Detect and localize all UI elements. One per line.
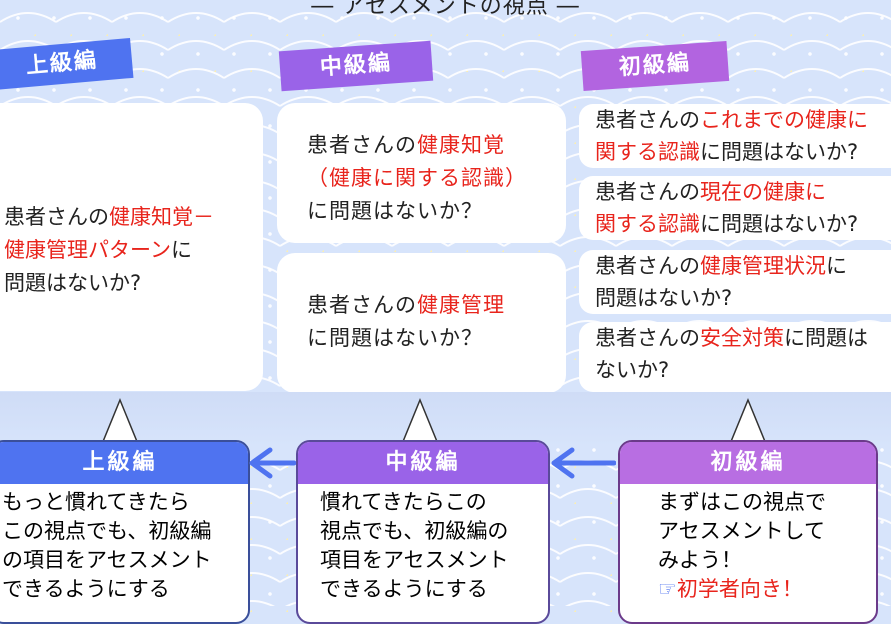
advanced-card-body: もっと慣れてきたら この視点でも、初級編 の項目をアセスメント できるようにする	[0, 484, 248, 604]
beginner-card-line: みよう！	[658, 548, 742, 572]
text-line: に問題はないか？	[307, 322, 505, 355]
intermediate-viewpoint-text-2: 患者さんの健康管理に問題はないか？	[307, 289, 505, 355]
beginner-card-title: 初級編	[620, 442, 876, 484]
pointer-beginner	[729, 398, 767, 444]
highlight-text: 健康知覚	[417, 133, 505, 157]
plain-text: 患者さんの	[595, 326, 700, 350]
text-line: ないか?	[595, 354, 868, 386]
highlight-text: 健康管理パターン	[4, 238, 171, 262]
highlight-text: 安全対策	[700, 326, 784, 350]
intermediate-card-line: 項目をアセスメント	[320, 548, 509, 572]
text-line: 関する認識に問題はないか?	[595, 136, 868, 168]
beginner-viewpoint-box-1: 患者さんのこれまでの健康に関する認識に問題はないか?	[579, 104, 891, 168]
plain-text: に問題はないか？	[307, 326, 483, 350]
text-line: （健康に関する認識）	[307, 162, 527, 195]
text-line: 関する認識に問題はないか?	[595, 208, 858, 240]
intermediate-viewpoint-text-1: 患者さんの健康知覚 （健康に関する認識） に問題はないか？	[307, 129, 527, 228]
beginner-viewpoint-box-2: 患者さんの現在の健康に関する認識に問題はないか?	[579, 176, 891, 240]
advanced-card-title: 上級編	[0, 442, 248, 484]
text-line: 患者さんの安全対策に問題は	[595, 322, 868, 354]
text-line: 問題はないか?	[4, 267, 214, 300]
plain-text: 患者さんの	[307, 293, 417, 317]
text-line: 患者さんの健康知覚－	[4, 201, 214, 234]
text-line: 患者さんのこれまでの健康に	[595, 104, 868, 136]
intermediate-card-line: 視点でも、初級編の	[320, 519, 509, 543]
arrow-left-icon	[249, 447, 296, 479]
text-line: 患者さんの健康管理	[307, 289, 505, 322]
highlight-text: 健康管理状況	[700, 254, 826, 278]
text-line: 患者さんの健康管理状況に	[595, 250, 847, 282]
highlight-text: 現在の健康に	[700, 180, 826, 204]
advanced-viewpoint-text: 患者さんの健康知覚－健康管理パターンに問題はないか?	[4, 201, 214, 300]
page-title: ― アセスメントの視点 ―	[311, 0, 580, 19]
plain-text: 問題はないか?	[4, 271, 142, 295]
text-line: に問題はないか？	[307, 195, 527, 228]
intermediate-card-line: できるようにする	[320, 577, 488, 601]
advanced-card: 上級編 もっと慣れてきたら この視点でも、初級編 の項目をアセスメント できるよ…	[0, 440, 250, 624]
pointing-hand-icon: ☞	[658, 577, 677, 601]
beginner-hint-text: 初学者向き！	[676, 577, 803, 601]
pointer-intermediate	[401, 398, 439, 444]
intermediate-card-body: 慣れてきたらこの 視点でも、初級編の 項目をアセスメント できるようにする	[298, 484, 548, 604]
highlight-text: これまでの健康に	[700, 108, 868, 132]
beginner-viewpoint-text-4: 患者さんの安全対策に問題はないか?	[595, 322, 868, 386]
beginner-viewpoint-text-1: 患者さんのこれまでの健康に関する認識に問題はないか?	[595, 104, 868, 168]
beginner-card-body: まずはこの視点で アセスメントして みよう！ ☞初学者向き！	[620, 484, 876, 604]
beginner-card-line: まずはこの視点で	[658, 490, 826, 514]
plain-text: に問題はないか？	[307, 199, 483, 223]
plain-text: に	[826, 254, 847, 278]
highlight-text: 健康知覚－	[109, 205, 214, 229]
arrow-left-icon	[551, 447, 616, 479]
plain-text: 患者さんの	[4, 205, 109, 229]
plain-text: 問題はないか?	[595, 286, 733, 310]
plain-text: に問題は	[784, 326, 868, 350]
beginner-viewpoint-text-3: 患者さんの健康管理状況に問題はないか?	[595, 250, 847, 314]
highlight-text: （健康に関する認識）	[307, 166, 527, 190]
advanced-card-line: この視点でも、初級編	[2, 519, 212, 543]
plain-text: 患者さんの	[595, 254, 700, 278]
plain-text: に	[170, 238, 192, 262]
intermediate-viewpoint-box-2: 患者さんの健康管理に問題はないか？	[277, 253, 566, 393]
plain-text: に問題はないか?	[700, 212, 859, 236]
intermediate-viewpoint-box-1: 患者さんの健康知覚 （健康に関する認識） に問題はないか？	[277, 103, 566, 243]
highlight-text: 関する認識	[595, 212, 700, 236]
text-line: 患者さんの現在の健康に	[595, 176, 858, 208]
beginner-card-line: アセスメントして	[658, 519, 825, 543]
intermediate-card-title: 中級編	[298, 442, 548, 484]
text-line: 健康管理パターンに	[4, 234, 214, 267]
beginner-card: 初級編 まずはこの視点で アセスメントして みよう！ ☞初学者向き！	[618, 440, 878, 624]
highlight-text: 健康管理	[417, 293, 505, 317]
plain-text: 患者さんの	[595, 180, 700, 204]
intermediate-card: 中級編 慣れてきたらこの 視点でも、初級編の 項目をアセスメント できるようにす…	[296, 440, 550, 624]
highlight-text: 関する認識	[595, 140, 700, 164]
advanced-viewpoint-box: 患者さんの健康知覚－健康管理パターンに問題はないか?	[0, 103, 263, 391]
intermediate-card-line: 慣れてきたらこの	[320, 490, 487, 514]
advanced-card-line: の項目をアセスメント	[2, 548, 212, 572]
plain-text: ないか?	[595, 358, 670, 382]
plain-text: に問題はないか?	[700, 140, 859, 164]
advanced-card-line: できるようにする	[2, 577, 170, 601]
text-line: 問題はないか?	[595, 282, 847, 314]
beginner-viewpoint-box-4: 患者さんの安全対策に問題はないか?	[579, 322, 891, 392]
beginner-hint: ☞初学者向き！	[658, 575, 876, 604]
beginner-viewpoint-text-2: 患者さんの現在の健康に関する認識に問題はないか?	[595, 176, 858, 240]
plain-text: 患者さんの	[307, 133, 417, 157]
beginner-viewpoint-box-3: 患者さんの健康管理状況に問題はないか?	[579, 250, 891, 314]
plain-text: 患者さんの	[595, 108, 700, 132]
advanced-card-line: もっと慣れてきたら	[2, 490, 190, 514]
text-line: 患者さんの健康知覚	[307, 129, 527, 162]
pointer-advanced	[101, 398, 139, 444]
